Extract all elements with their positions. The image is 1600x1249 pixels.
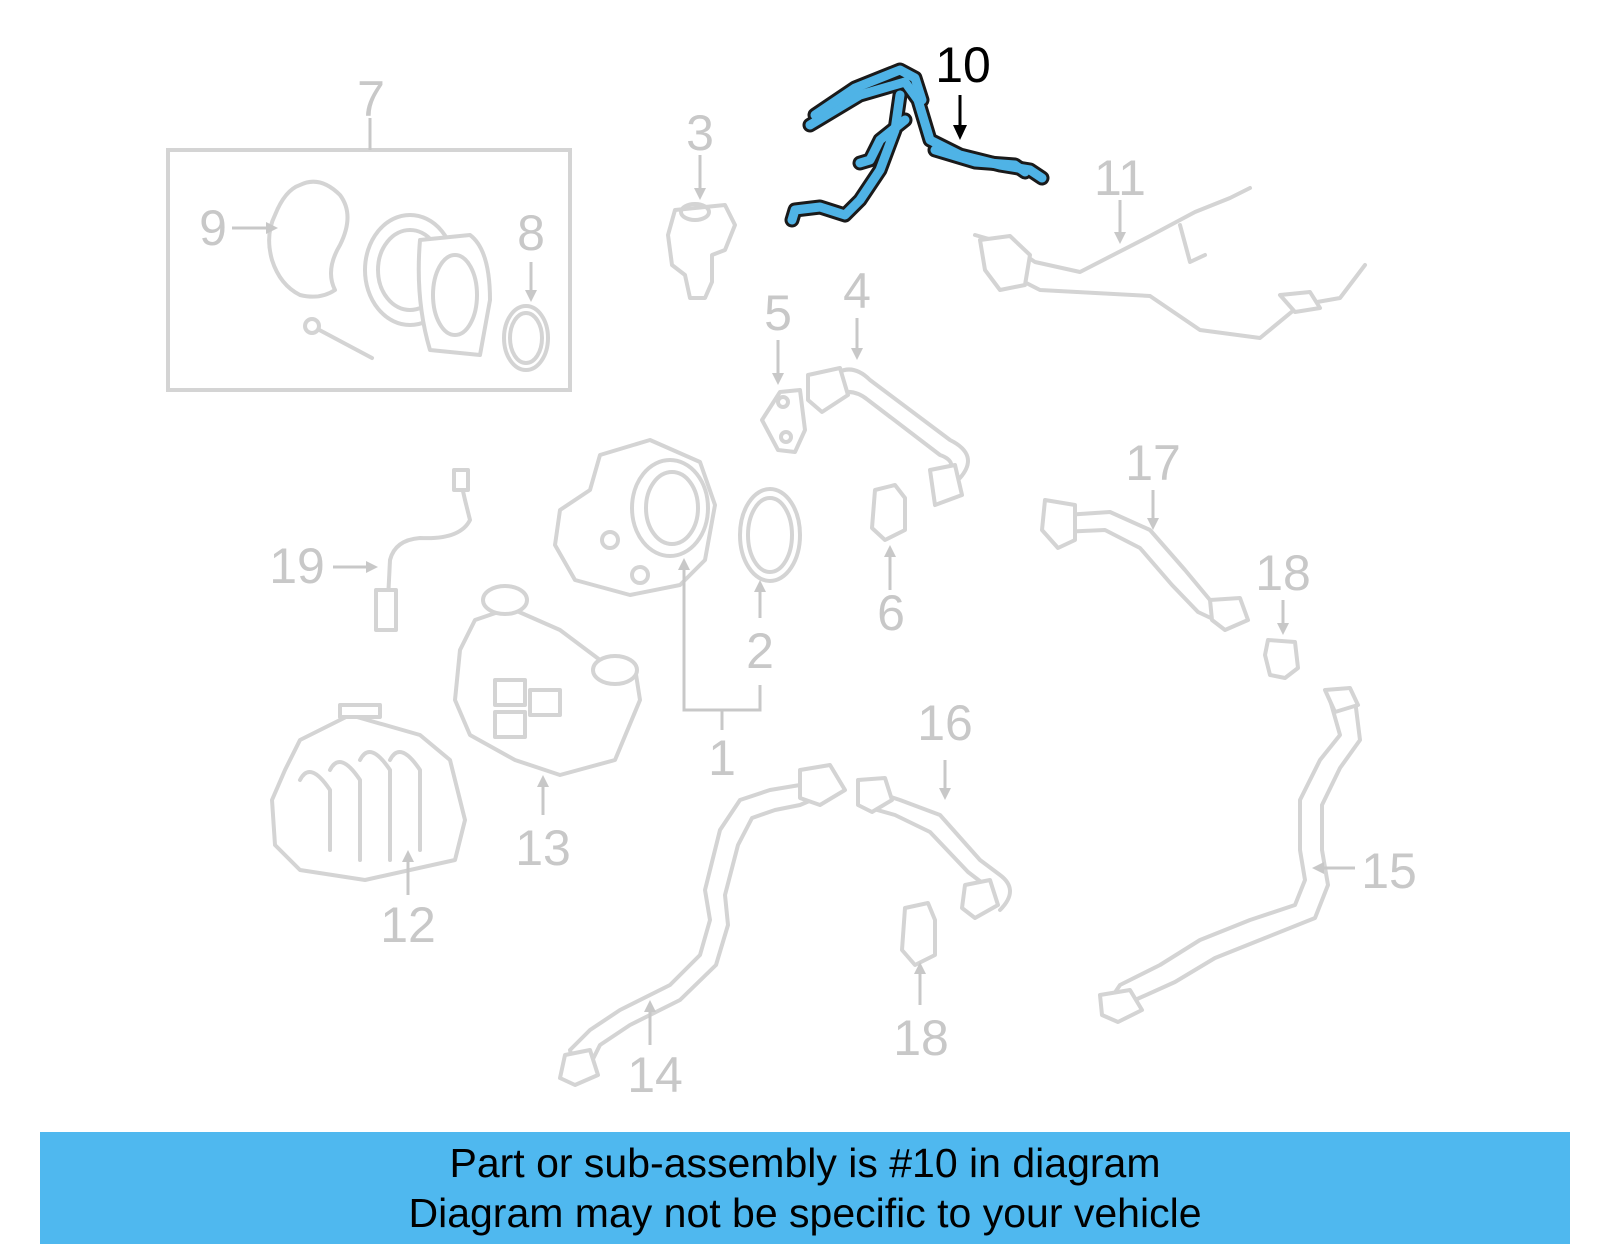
callout-6: 6: [877, 585, 905, 641]
callout-5: 5: [764, 285, 792, 341]
part-12-egr-cooler: [270, 703, 467, 895]
callout-3: 3: [686, 105, 714, 161]
part-4-5-6: [760, 318, 970, 590]
callout-19: 19: [269, 538, 325, 594]
part-10-highlighted: [784, 62, 1050, 228]
part-1-throttle-body: [553, 438, 802, 730]
callout-13: 13: [515, 820, 571, 876]
hl-fill-2: [810, 65, 927, 120]
info-banner: Part or sub-assembly is #10 in diagram D…: [40, 1132, 1570, 1244]
callout-10: 10: [935, 37, 991, 93]
callout-9: 9: [199, 200, 227, 256]
part-14-pipe: [558, 763, 847, 1087]
callout-14: 14: [627, 1047, 683, 1103]
part-15-pipe: [1098, 686, 1362, 1024]
banner-line-part: Part or sub-assembly is #10 in diagram: [449, 1140, 1161, 1186]
part-17-pipe: [1040, 490, 1250, 632]
hl-fill-3: [787, 90, 905, 225]
part-19-sensor: [333, 468, 472, 632]
callout-18-lower: 18: [893, 1010, 949, 1066]
part-18-gasket-upper: [1263, 600, 1300, 680]
hl-fill-4: [855, 115, 910, 168]
callout-4: 4: [843, 263, 871, 319]
hl-fill-5: [930, 145, 1030, 177]
callout-11: 11: [1094, 150, 1146, 206]
callout-7: 7: [357, 71, 385, 127]
part-18-gasket-lower: [900, 901, 937, 1005]
callout-16: 16: [917, 695, 973, 751]
callout-15: 15: [1361, 843, 1417, 899]
callout-17: 17: [1125, 435, 1181, 491]
callout-18-upper: 18: [1255, 545, 1311, 601]
banner-line-disclaimer: Diagram may not be specific to your vehi…: [408, 1190, 1202, 1236]
callout-12: 12: [380, 897, 436, 953]
callout-2: 2: [746, 623, 774, 679]
callout-8: 8: [517, 205, 545, 261]
part-13-egr-valve: [453, 584, 642, 815]
part-3-valve: [666, 155, 737, 300]
part-11-harness: [973, 186, 1367, 340]
part-16-pipe: [856, 760, 1012, 920]
callout-1: 1: [708, 730, 736, 786]
part-group-7: [166, 118, 572, 392]
